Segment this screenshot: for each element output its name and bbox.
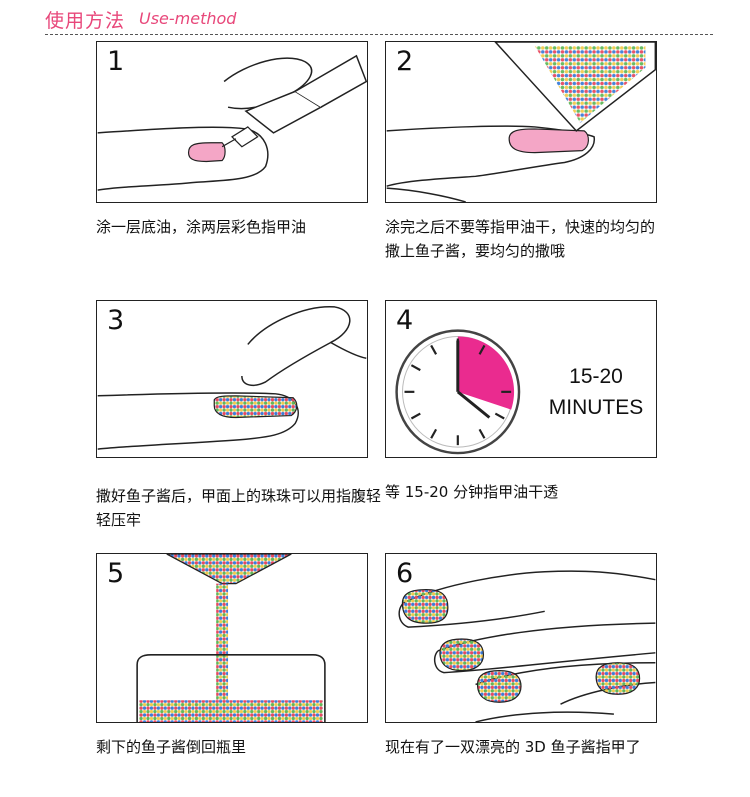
step-5-panel: 5 [96, 553, 368, 723]
step-4-caption: 等 15-20 分钟指甲油干透 [385, 483, 559, 501]
step-1-number: 1 [107, 46, 125, 77]
header-divider [45, 34, 713, 35]
step-6-panel: 6 [385, 553, 657, 723]
hand-icon [398, 570, 656, 722]
step-3-number: 3 [107, 305, 125, 336]
timer-range: 15-20 [569, 365, 623, 388]
page-title-en: Use-method [139, 9, 237, 28]
page-header: 使用方法 Use-method [0, 0, 750, 40]
step-5-caption: 剩下的鱼子酱倒回瓶里 [96, 738, 247, 756]
step-3-panel: 3 [96, 300, 368, 458]
step-2-panel: 2 [385, 41, 657, 203]
press-beads-illustration [97, 306, 367, 450]
step-4-panel: 4 15-20 MINUTES [385, 300, 657, 458]
step-1-caption: 涂一层底油，涂两层彩色指甲油 [96, 218, 307, 236]
step-5-number: 5 [107, 558, 125, 589]
clock-icon [395, 329, 521, 455]
step-6-number: 6 [396, 558, 414, 589]
step-6-caption: 现在有了一双漂亮的 3D 鱼子酱指甲了 [385, 738, 641, 756]
step-2-caption: 涂完之后不要等指甲油干，快速的均匀的撒上鱼子酱，要均匀的撒哦 [385, 218, 656, 260]
bead-pour-illustration [386, 42, 656, 202]
step-4-number: 4 [396, 305, 414, 336]
bead-jar-icon [136, 554, 326, 722]
step-2-number: 2 [396, 46, 414, 77]
timer-label: 15-20 MINUTES [536, 361, 656, 423]
page-title-cn: 使用方法 [45, 10, 126, 32]
step-1-panel: 1 [96, 41, 368, 203]
finger-brush-illustration [97, 54, 367, 191]
timer-unit: MINUTES [548, 396, 644, 419]
step-3-caption: 撒好鱼子酱后，甲面上的珠珠可以用指腹轻轻压牢 [96, 487, 382, 529]
